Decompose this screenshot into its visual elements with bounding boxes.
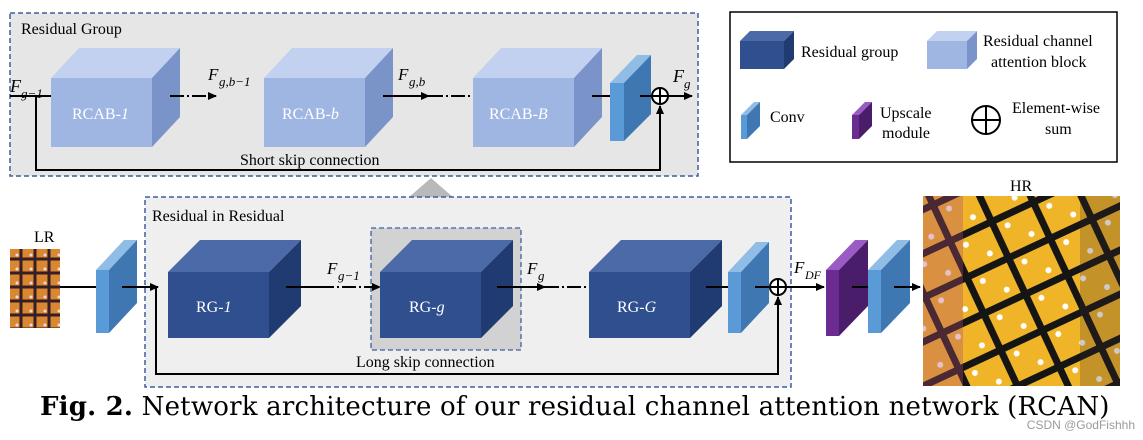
svg-text:RCAB-1: RCAB-1 bbox=[72, 106, 129, 123]
svg-text:RCAB-B: RCAB-B bbox=[489, 106, 548, 123]
legend-rcab-label-line1: Residual channel bbox=[983, 33, 1093, 50]
legend-rcab-icon bbox=[927, 31, 977, 69]
caption-text: Network architecture of our residual cha… bbox=[133, 392, 1110, 422]
residual-group-title: Residual Group bbox=[21, 21, 122, 38]
svg-text:g,b: g,b bbox=[409, 74, 426, 89]
svg-text:F: F bbox=[397, 65, 409, 84]
edge-label-fg-b: F g,b bbox=[397, 65, 426, 89]
svg-text:RG-1: RG-1 bbox=[196, 299, 232, 316]
legend-upscale-label-line1: Upscale bbox=[880, 105, 932, 122]
hr-label: HR bbox=[1010, 178, 1033, 195]
watermark: CSDN @GodFishhh bbox=[1026, 418, 1135, 432]
svg-text:F: F bbox=[526, 259, 538, 278]
long-skip-connection-line bbox=[155, 287, 782, 375]
figure-caption: Fig. 2. Network architecture of our resi… bbox=[40, 392, 1110, 422]
lr-label: LR bbox=[34, 229, 55, 246]
svg-text:DF: DF bbox=[804, 268, 822, 282]
long-skip-label: Long skip connection bbox=[356, 354, 495, 371]
legend-upscale-icon bbox=[852, 102, 872, 139]
svg-text:F: F bbox=[326, 259, 338, 278]
short-skip-label: Short skip connection bbox=[240, 152, 380, 169]
svg-text:F: F bbox=[672, 66, 685, 86]
svg-text:g−1: g−1 bbox=[338, 268, 360, 283]
svg-text:F: F bbox=[207, 65, 219, 84]
conv-slab-top bbox=[610, 55, 651, 141]
svg-text:RCAB-b: RCAB-b bbox=[282, 106, 339, 123]
legend-sum-icon bbox=[971, 105, 1001, 135]
edge-label-fg-bottom: F g bbox=[526, 259, 545, 283]
svg-text:g: g bbox=[538, 268, 545, 283]
legend-conv-label: Conv bbox=[770, 109, 805, 126]
legend-sum-label-line2: sum bbox=[1045, 121, 1072, 138]
rg-G-block: RG-G bbox=[589, 240, 722, 338]
svg-text:g: g bbox=[684, 76, 691, 91]
short-skip-connection-line bbox=[35, 96, 664, 171]
svg-text:F: F bbox=[9, 76, 22, 96]
svg-text:F: F bbox=[793, 258, 805, 277]
svg-text:RG-g: RG-g bbox=[409, 299, 445, 316]
legend-upscale-label-line2: module bbox=[882, 125, 930, 142]
rir-title: Residual in Residual bbox=[152, 208, 285, 225]
element-wise-sum-top bbox=[651, 87, 669, 105]
lr-image bbox=[10, 249, 60, 328]
residual-group-panel: Residual Group F g−1 RCAB-1 F g,b−1 bbox=[9, 12, 699, 177]
output-label-fg: F g bbox=[672, 66, 691, 91]
caption-prefix: Fig. 2. bbox=[40, 392, 134, 422]
legend-residual-group-label: Residual group bbox=[801, 44, 898, 61]
legend-conv-icon bbox=[741, 102, 760, 139]
svg-text:RG-G: RG-G bbox=[617, 299, 657, 316]
rg-1-block: RG-1 bbox=[168, 240, 301, 338]
legend-residual-group-icon bbox=[740, 31, 794, 69]
fdf-label: F DF bbox=[793, 258, 822, 282]
rcab-B-block: RCAB-B bbox=[473, 48, 602, 147]
svg-text:g,b−1: g,b−1 bbox=[219, 74, 251, 89]
legend-rcab-label-line2: attention block bbox=[991, 54, 1087, 71]
input-label-fg-1: F g−1 bbox=[9, 76, 43, 101]
svg-text:g−1: g−1 bbox=[21, 86, 43, 101]
edge-label-fg-1-bottom: F g−1 bbox=[326, 259, 360, 283]
legend-sum-label-line1: Element-wise bbox=[1012, 100, 1100, 117]
legend: Residual group Residual channel attentio… bbox=[729, 11, 1118, 163]
rcab-1-block: RCAB-1 bbox=[51, 48, 180, 147]
hr-image bbox=[923, 196, 1120, 386]
rg-g-block: RG-g bbox=[380, 240, 513, 338]
element-wise-sum-bottom bbox=[769, 278, 787, 296]
rcab-b-block: RCAB-b bbox=[264, 48, 393, 147]
edge-label-fg-b-1: F g,b−1 bbox=[207, 65, 251, 89]
